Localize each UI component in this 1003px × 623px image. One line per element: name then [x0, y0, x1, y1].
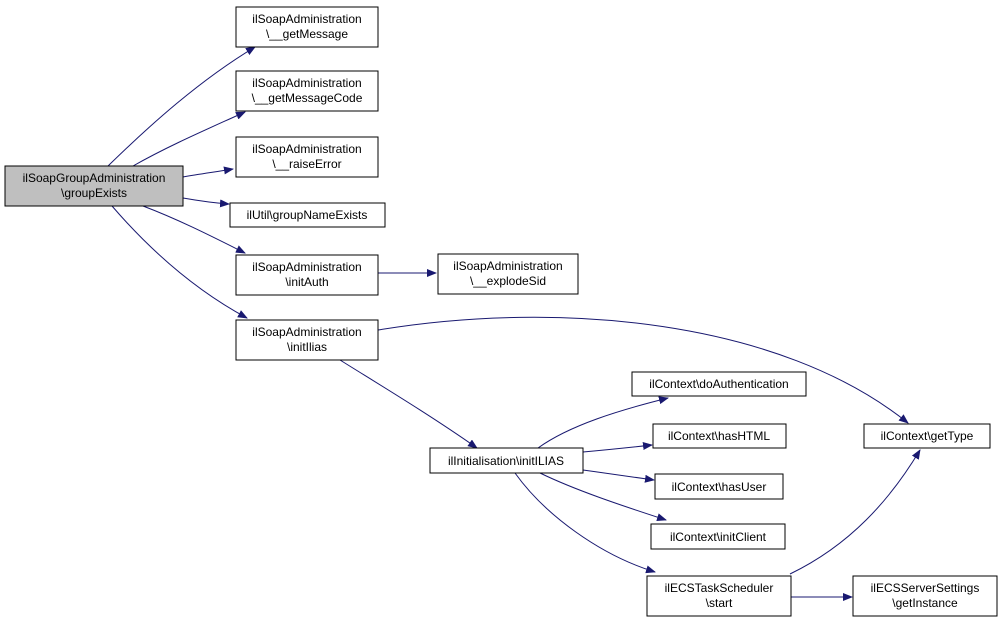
- node-ecsstart-label-2: \start: [706, 596, 733, 610]
- node-initilias-label-2: \initIlias: [287, 340, 327, 354]
- edge-initilias-to-initilias2: [339, 359, 478, 449]
- node-getmessage-label-2: \__getMessage: [266, 27, 348, 41]
- node-getinstance-label-2: \getInstance: [892, 596, 958, 610]
- node-getmessagecode[interactable]: ilSoapAdministration \__getMessageCode: [235, 70, 379, 112]
- node-raiseerror-label-1: ilSoapAdministration: [252, 142, 361, 156]
- node-explodesid-label-2: \__explodeSid: [470, 274, 546, 288]
- node-initclient[interactable]: ilContext\initClient: [650, 523, 786, 550]
- node-root-label-1: ilSoapGroupAdministration: [23, 171, 166, 185]
- edge-initilias2-to-initclient: [539, 472, 667, 522]
- node-gettype-label: ilContext\getType: [881, 429, 974, 443]
- node-initauth[interactable]: ilSoapAdministration \initAuth: [235, 254, 379, 296]
- nodes-layer: ilSoapGroupAdministration \groupExists i…: [4, 6, 998, 617]
- edge-root-to-raiseerror: [182, 166, 234, 178]
- node-initclient-label: ilContext\initClient: [670, 530, 767, 544]
- node-getinstance[interactable]: ilECSServerSettings \getInstance: [852, 575, 998, 617]
- node-getmessagecode-label-1: ilSoapAdministration: [252, 76, 361, 90]
- node-ecsstart-label-1: ilECSTaskScheduler: [665, 581, 774, 595]
- node-explodesid-label-1: ilSoapAdministration: [453, 259, 562, 273]
- node-hasuser[interactable]: ilContext\hasUser: [654, 473, 784, 500]
- node-raiseerror[interactable]: ilSoapAdministration \__raiseError: [235, 136, 379, 178]
- edge-initilias2-to-hashtml: [582, 442, 653, 453]
- node-root[interactable]: ilSoapGroupAdministration \groupExists: [4, 165, 184, 207]
- node-initilias2[interactable]: ilInitialisation\initILIAS: [429, 447, 584, 474]
- node-getinstance-label-1: ilECSServerSettings: [871, 581, 980, 595]
- node-raiseerror-label-2: \__raiseError: [272, 157, 341, 171]
- edge-root-to-getmessage: [107, 46, 256, 167]
- edge-root-to-groupnameexists: [182, 197, 230, 208]
- node-hashtml-label: ilContext\hasHTML: [668, 429, 770, 443]
- node-initilias2-label: ilInitialisation\initILIAS: [448, 454, 564, 468]
- node-groupnameexists-label: ilUtil\groupNameExists: [247, 208, 368, 222]
- node-initauth-label-1: ilSoapAdministration: [252, 260, 361, 274]
- node-doauthentication[interactable]: ilContext\doAuthentication: [631, 371, 807, 397]
- node-hasuser-label: ilContext\hasUser: [672, 480, 767, 494]
- node-initilias-label-1: ilSoapAdministration: [252, 325, 361, 339]
- edges-layer: [107, 46, 921, 601]
- edge-initilias2-to-ecsstart: [514, 472, 656, 574]
- edge-initilias-to-gettype: [377, 316, 909, 424]
- node-initauth-label-2: \initAuth: [285, 275, 328, 289]
- edge-root-to-getmessagecode: [132, 111, 246, 167]
- edge-ecsstart-to-gettype: [789, 449, 921, 575]
- node-getmessagecode-label-2: \__getMessageCode: [252, 91, 363, 105]
- node-gettype[interactable]: ilContext\getType: [863, 423, 991, 449]
- node-getmessage[interactable]: ilSoapAdministration \__getMessage: [235, 6, 379, 48]
- edge-initilias2-to-doauthentication: [537, 396, 669, 449]
- edge-initilias2-to-hasuser: [582, 469, 655, 483]
- node-hashtml[interactable]: ilContext\hasHTML: [652, 423, 787, 449]
- edge-root-to-initauth: [142, 205, 246, 254]
- node-explodesid[interactable]: ilSoapAdministration \__explodeSid: [437, 253, 579, 295]
- node-ecsstart[interactable]: ilECSTaskScheduler \start: [646, 575, 792, 617]
- node-initilias[interactable]: ilSoapAdministration \initIlias: [235, 319, 379, 361]
- node-groupnameexists[interactable]: ilUtil\groupNameExists: [229, 202, 386, 228]
- node-doauthentication-label: ilContext\doAuthentication: [649, 377, 788, 391]
- node-getmessage-label-1: ilSoapAdministration: [252, 12, 361, 26]
- edge-root-to-initilias: [111, 205, 248, 319]
- node-root-label-2: \groupExists: [61, 186, 127, 200]
